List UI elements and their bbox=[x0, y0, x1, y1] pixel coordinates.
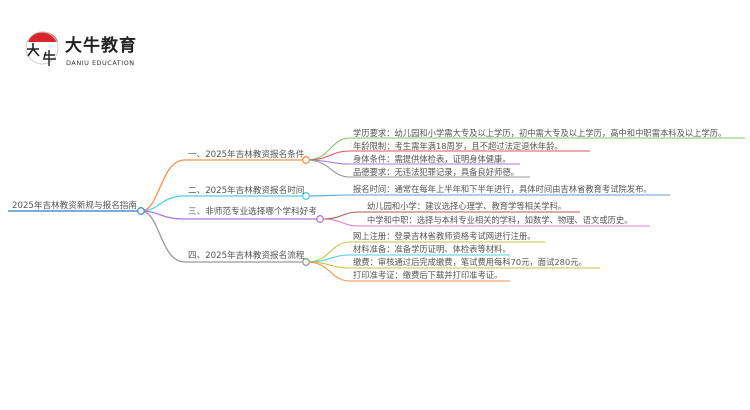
leaf[interactable]: 中学和中职：选择与本科专业相关的学科，如数学、物理、语文或历史。 bbox=[367, 215, 633, 225]
leaf[interactable]: 打印准考证：缴费后下载并打印准考证。 bbox=[353, 270, 503, 280]
leaf[interactable]: 品德要求：无违法犯罪记录，具备良好师德。 bbox=[353, 167, 519, 177]
leaf[interactable]: 幼儿园和小学：建议选择心理学、教育学等相关学科。 bbox=[367, 201, 567, 211]
logo-tagline: DANIU EDUCATION bbox=[66, 59, 135, 67]
branch-line bbox=[140, 210, 306, 263]
leaf-line bbox=[305, 261, 510, 282]
branch-line bbox=[140, 210, 320, 220]
branch-process[interactable]: 四、2025年吉林教资报名流程 bbox=[188, 251, 305, 261]
branch-conditions[interactable]: 一、2025年吉林教资报名条件 bbox=[188, 150, 305, 160]
leaf[interactable]: 网上注册：登录吉林省教师资格考试网进行注册。 bbox=[353, 231, 536, 241]
branch-subject[interactable]: 三、非师范专业选择哪个学科好考 bbox=[188, 207, 317, 217]
branch-node-circle[interactable] bbox=[302, 258, 310, 266]
branch-line bbox=[140, 159, 306, 212]
logo-name: 大牛教育 bbox=[65, 36, 137, 56]
leaf[interactable]: 缴费：审核通过后完成缴费，笔试费用每科70元，面试280元。 bbox=[353, 257, 587, 267]
root-node[interactable]: 2025年吉林教资新规与报名指南 bbox=[12, 201, 137, 211]
branch-line bbox=[140, 195, 306, 212]
leaf-line bbox=[319, 218, 650, 227]
root-node-circle[interactable] bbox=[137, 207, 145, 215]
leaf[interactable]: 年龄限制：考生需年满18周岁，且不超过法定退休年龄。 bbox=[353, 141, 563, 151]
leaf-line bbox=[305, 159, 530, 178]
branch-time[interactable]: 二、2025年吉林教资报名时间 bbox=[188, 186, 305, 196]
branch-node-circle[interactable] bbox=[302, 192, 310, 200]
branch-node-circle[interactable] bbox=[316, 215, 324, 223]
leaf[interactable]: 材料准备：准备学历证明、体检表等材料。 bbox=[353, 244, 511, 254]
leaf[interactable]: 学历要求：幼儿园和小学需大专及以上学历，初中需大专及以上学历，高中和中职需本科及… bbox=[353, 128, 727, 138]
leaf[interactable]: 身体条件：需提供体检表，证明身体健康。 bbox=[353, 154, 511, 164]
logo-mark-icon bbox=[25, 31, 59, 66]
branch-node-circle[interactable] bbox=[302, 156, 310, 164]
leaf-line bbox=[305, 194, 670, 197]
leaf[interactable]: 报名时间：通常在每年上半年和下半年进行，具体时间由吉林省教育考试院发布。 bbox=[353, 184, 652, 194]
